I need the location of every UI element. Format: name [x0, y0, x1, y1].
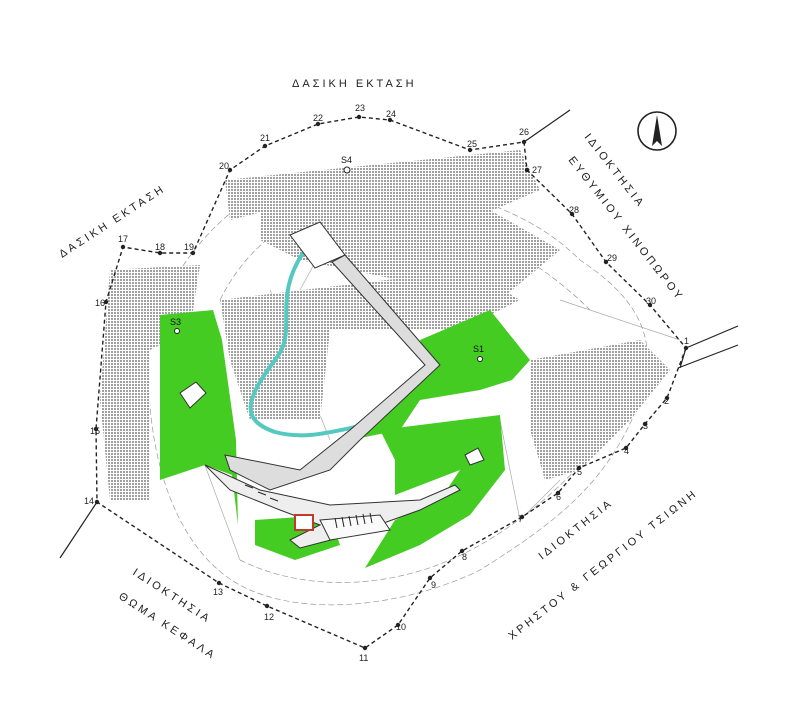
- boundary-numbers: 1 2 3 4 5 6 7 8 9 10 11 12 13 14 15 16 1…: [84, 103, 689, 663]
- label-property-bottom-left-b: ΘΩΜΑ ΚΕΦΑΛΑ: [116, 590, 218, 662]
- vegetation-south-east: [365, 415, 505, 568]
- point-23: 23: [355, 103, 365, 113]
- point-4: 4: [624, 446, 629, 456]
- point-12: 12: [264, 612, 274, 622]
- point-27: 27: [532, 165, 542, 175]
- site-s3-label: S3: [170, 317, 181, 327]
- main-ramp: [224, 254, 441, 491]
- point-24: 24: [386, 109, 396, 119]
- point-29: 29: [607, 253, 617, 263]
- point-5: 5: [577, 467, 582, 477]
- point-20: 20: [219, 161, 229, 171]
- point-26: 26: [519, 127, 529, 137]
- label-forest-left: ΔΑΣΙΚΗ ΕΚΤΑΣΗ: [57, 183, 168, 261]
- point-14: 14: [84, 496, 94, 506]
- site-s1-marker: [477, 356, 483, 362]
- point-10: 10: [396, 622, 406, 632]
- site-s3-marker: [174, 328, 180, 334]
- access-lines: [59, 109, 739, 559]
- point-25: 25: [467, 139, 477, 149]
- stream: [248, 248, 366, 438]
- site-s4-label: S4: [341, 155, 352, 165]
- label-property-bottom-right-a: ΙΔΙΟΚΤΗΣΙΑ: [536, 497, 615, 563]
- label-forest-top: ΔΑΣΙΚΗ ΕΚΤΑΣΗ: [292, 78, 417, 90]
- point-16: 16: [95, 298, 105, 308]
- vegetation-west: [160, 310, 238, 525]
- point-11: 11: [359, 653, 368, 663]
- structures: [179, 221, 485, 549]
- site-markers: S1 S3 S4: [170, 155, 484, 362]
- red-building: [294, 514, 314, 531]
- point-28: 28: [569, 205, 579, 215]
- point-1: 1: [684, 336, 689, 346]
- point-22: 22: [313, 113, 323, 123]
- site-s4-marker: [343, 166, 351, 174]
- point-18: 18: [155, 242, 165, 252]
- parking-marks: [244, 484, 373, 529]
- point-3: 3: [643, 421, 648, 431]
- point-19: 19: [184, 242, 194, 252]
- point-21: 21: [260, 133, 270, 143]
- site-s1-label: S1: [473, 344, 484, 354]
- label-property-right-a: ΙΔΙΟΚΤΗΣΙΑ: [582, 131, 648, 210]
- point-6: 6: [556, 492, 561, 502]
- forest-hatch: [100, 150, 670, 500]
- point-15: 15: [90, 426, 100, 436]
- point-13: 13: [213, 587, 223, 597]
- point-9: 9: [431, 580, 436, 590]
- point-8: 8: [462, 552, 467, 562]
- north-arrow-icon: [637, 111, 677, 151]
- point-17: 17: [118, 234, 128, 244]
- point-30: 30: [646, 296, 656, 306]
- point-2: 2: [664, 396, 669, 406]
- boundary-dots: [93, 114, 689, 651]
- point-7: 7: [518, 514, 523, 524]
